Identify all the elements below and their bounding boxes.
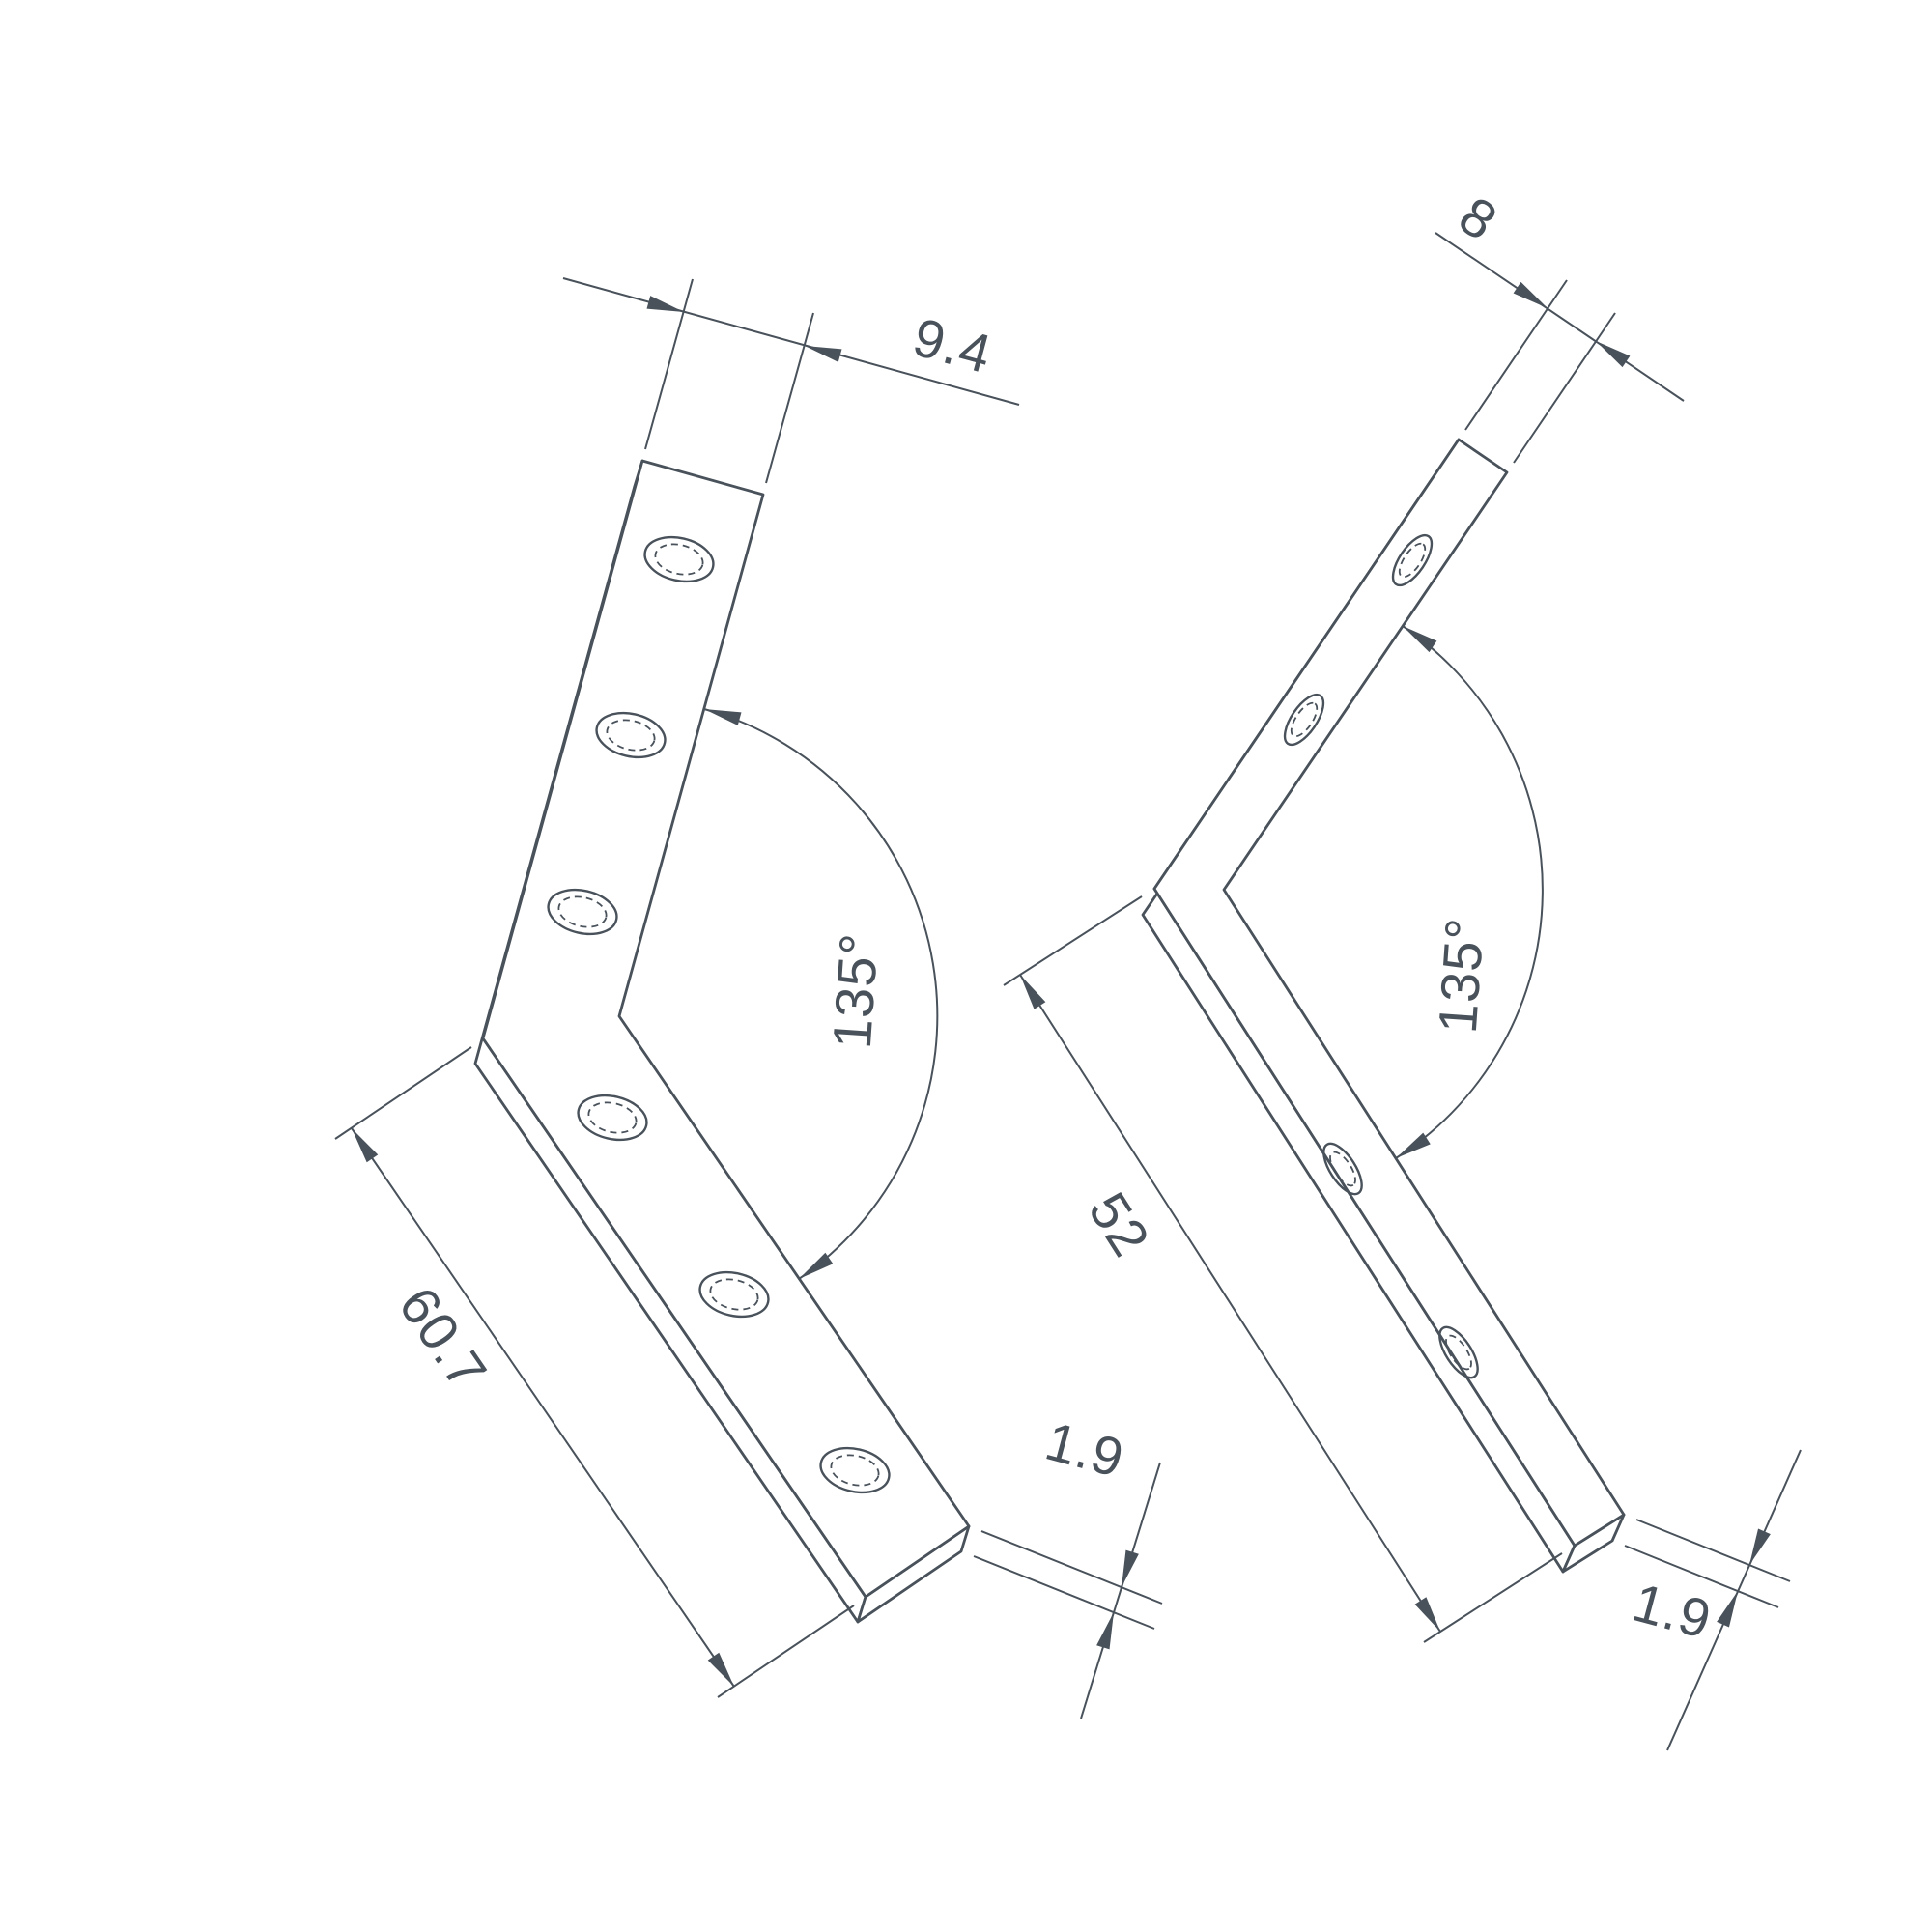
arrowhead-icon xyxy=(707,1652,734,1687)
hole-thread-icon xyxy=(1445,1334,1472,1371)
dim-thickness: 1.9 xyxy=(1624,1449,1802,1751)
extension-line xyxy=(1624,1545,1779,1608)
dim-width: 8 xyxy=(1435,185,1685,464)
hole-thread-icon xyxy=(1290,701,1319,738)
arrowhead-icon xyxy=(1122,1549,1139,1587)
dim-angle: 135° xyxy=(1395,625,1544,1159)
extension-line xyxy=(765,312,814,484)
arrowhead-icon xyxy=(1020,975,1046,1009)
threaded-hole xyxy=(643,535,715,583)
hole-thread-icon xyxy=(830,1454,880,1487)
extension-line xyxy=(1464,279,1568,431)
threaded-hole xyxy=(698,1270,770,1319)
hole-thread-icon xyxy=(606,719,656,752)
arrowhead-icon xyxy=(1396,1132,1431,1158)
angle-arc xyxy=(1395,625,1544,1159)
arrowhead-icon xyxy=(1403,626,1437,653)
threaded-hole xyxy=(1391,533,1434,587)
hole-thread-icon xyxy=(1398,542,1427,579)
dim-label-angle: 135° xyxy=(1427,916,1495,1036)
arrowhead-icon xyxy=(1096,1612,1114,1650)
extension-line xyxy=(334,1046,472,1140)
threaded-hole xyxy=(819,1446,891,1494)
threaded-holes xyxy=(547,535,891,1494)
view-plate-small: 8 52 1.9 135° xyxy=(1003,185,1802,1751)
dim-label-thickness: 1.9 xyxy=(1039,1410,1130,1490)
extension-line xyxy=(1635,1519,1791,1582)
extension-line xyxy=(1423,1552,1563,1643)
hole-thread-icon xyxy=(1329,1151,1356,1187)
dim-width: 9.4 xyxy=(562,277,1020,484)
arrowhead-icon xyxy=(805,346,842,362)
dim-label-thickness: 1.9 xyxy=(1627,1572,1718,1651)
extension-line xyxy=(973,1555,1155,1630)
threaded-hole xyxy=(1438,1325,1479,1379)
extension-line xyxy=(1513,312,1616,464)
hole-thread-icon xyxy=(654,543,704,576)
dimension-line xyxy=(1019,974,1441,1633)
dim-label-angle: 135° xyxy=(821,931,890,1051)
arrowhead-icon xyxy=(704,709,742,725)
arrowhead-icon xyxy=(352,1128,379,1163)
hole-thread-icon xyxy=(709,1278,759,1311)
arrowhead-icon xyxy=(1414,1597,1440,1632)
hole-thread-icon xyxy=(557,895,608,928)
dim-label-length: 52 xyxy=(1077,1181,1162,1266)
dim-thickness: 1.9 xyxy=(973,1410,1163,1719)
threaded-hole xyxy=(595,711,667,759)
arrowhead-icon xyxy=(1717,1591,1738,1628)
threaded-hole xyxy=(547,888,618,936)
dimension-line xyxy=(562,277,1020,406)
dim-label-width: 9.4 xyxy=(907,306,998,385)
threaded-holes xyxy=(1283,533,1479,1379)
extension-line xyxy=(717,1605,855,1698)
plate-top-face xyxy=(1152,438,1626,1548)
dimension-line xyxy=(351,1127,735,1688)
threaded-hole xyxy=(577,1094,648,1142)
dim-label-width: 8 xyxy=(1449,185,1509,252)
dimension-line xyxy=(1435,232,1685,402)
dim-angle: 135° xyxy=(703,708,939,1280)
extension-line xyxy=(980,1530,1163,1605)
extension-line xyxy=(644,278,694,450)
arrowhead-icon xyxy=(646,296,684,312)
threaded-hole xyxy=(1322,1142,1363,1196)
arrowhead-icon xyxy=(1749,1528,1771,1565)
dim-label-length: 60.7 xyxy=(387,1276,499,1401)
arrowhead-icon xyxy=(1596,341,1631,368)
dimension-line xyxy=(1080,1462,1161,1719)
arrowhead-icon xyxy=(1513,281,1548,308)
angle-arc xyxy=(703,708,939,1280)
arrowhead-icon xyxy=(799,1252,834,1279)
extension-line xyxy=(1003,895,1143,986)
threaded-hole xyxy=(1283,693,1325,747)
hole-thread-icon xyxy=(587,1101,638,1134)
